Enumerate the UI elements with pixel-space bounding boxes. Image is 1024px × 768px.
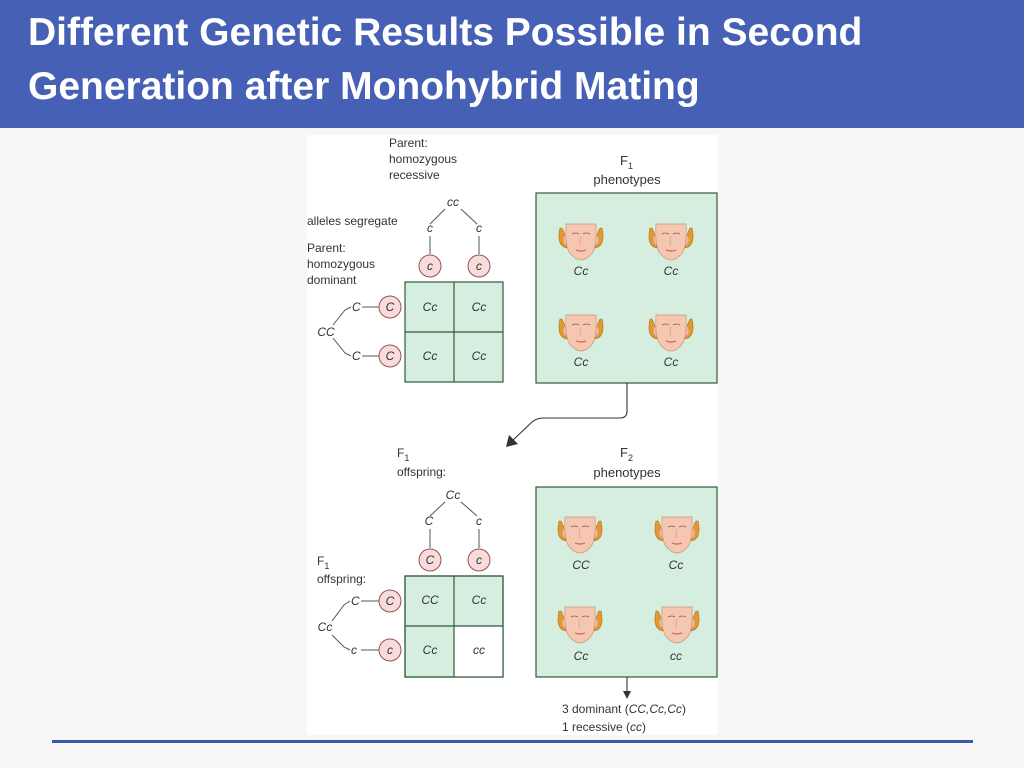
arrow-head-icon (506, 435, 518, 447)
parent2-genotype: CC (317, 325, 335, 339)
f2-phenotype-box (535, 486, 718, 678)
footer-rule (52, 740, 973, 743)
down-arrow-icon (623, 691, 631, 699)
parent2-label-line2: homozygous (307, 257, 375, 271)
punnett-square-top: Cc Cc Cc Cc (404, 281, 504, 383)
face-genotype: Cc (669, 558, 684, 572)
top-drop-lines (429, 529, 480, 548)
parent2-label-line1: Parent: (307, 241, 346, 255)
gamete-allele: c (387, 643, 393, 657)
parent1-branch-lines (429, 208, 478, 225)
cross-diagram: Parent: homozygous recessive cc c c alle… (307, 136, 718, 734)
punnett-cell: CC (421, 593, 439, 607)
gamete-allele: c (476, 553, 482, 567)
gamete-allele: C (386, 300, 395, 314)
punnett-cell: Cc (472, 300, 487, 314)
parent2-branch-lines (332, 306, 352, 357)
left-drop-lines (361, 600, 379, 651)
gamete-circle (378, 638, 402, 662)
parent1-allele-right: c (476, 221, 482, 235)
f1-offspring-label-left: F1 (317, 554, 329, 571)
face-genotype: CC (572, 558, 590, 572)
face-genotype: Cc (664, 355, 679, 369)
gamete-allele: c (427, 259, 433, 273)
gamete-allele: C (426, 553, 435, 567)
top-cross: Parent: homozygous recessive cc c c alle… (307, 136, 504, 383)
gamete-circle (378, 344, 402, 368)
parent2-allele-bottom: C (352, 349, 361, 363)
result-recessive: 1 recessive (cc) (562, 720, 646, 734)
f1-phenotypes-panel: F1 phenotypes Cc Cc Cc Cc (535, 153, 718, 384)
punnett-cell: Cc (472, 349, 487, 363)
parent2-drop-lines (362, 306, 379, 357)
gamete-circle (418, 254, 442, 278)
parent1-label-line1: Parent: (389, 136, 428, 150)
gamete-circle (378, 295, 402, 319)
gamete-allele: c (476, 259, 482, 273)
f2-phenotypes-panel: F2 phenotypes CC Cc Cc cc (535, 445, 718, 678)
punnett-cell: Cc (472, 593, 487, 607)
slide-title-line-1: Different Genetic Results Possible in Se… (28, 11, 863, 54)
flow-arrow-line (511, 383, 628, 442)
parent1-allele-left: c (427, 221, 433, 235)
gamete-circle (467, 548, 491, 572)
gamete-circle (378, 589, 402, 613)
parent1-label-line2: homozygous (389, 152, 457, 166)
parent2-allele-top: C (352, 300, 361, 314)
face-genotype: cc (670, 649, 682, 663)
f2-heading: F2 (620, 445, 633, 463)
parent1-genotype: cc (447, 195, 459, 209)
left-allele-bottom: c (351, 643, 357, 657)
punnett-cell: cc (473, 643, 485, 657)
punnett-cell: Cc (423, 349, 438, 363)
offspring-label: offspring: (397, 465, 446, 479)
face-genotype: Cc (574, 355, 589, 369)
offspring-label-left: offspring: (317, 572, 366, 586)
segregate-label: alleles segregate (307, 214, 398, 228)
monohybrid-cross-figure: Parent: homozygous recessive cc c c alle… (307, 135, 718, 735)
gamete-allele: C (386, 349, 395, 363)
f1-heading: F1 (620, 153, 633, 171)
result-dominant: 3 dominant (CC,Cc,Cc) (562, 702, 686, 716)
gamete-circle (418, 548, 442, 572)
punnett-square-bottom: CC Cc Cc cc (404, 575, 504, 678)
f1-heading-line2: phenotypes (593, 172, 661, 187)
face-genotype: Cc (574, 264, 589, 278)
f1-offspring-label: F1 (397, 446, 409, 463)
gamete-circle (467, 254, 491, 278)
left-allele-top: C (351, 594, 360, 608)
punnett-cell: Cc (423, 300, 438, 314)
parent1-label-line3: recessive (389, 168, 440, 182)
f2-heading-line2: phenotypes (593, 465, 661, 480)
title-banner: Different Genetic Results Possible in Se… (0, 0, 1024, 128)
punnett-cell: Cc (423, 643, 438, 657)
parent1-drop-lines (429, 236, 480, 254)
top-allele-left: C (425, 514, 434, 528)
face-genotype: Cc (574, 649, 589, 663)
top-branch-lines (429, 501, 478, 517)
face-genotype: Cc (664, 264, 679, 278)
left-parent-genotype: Cc (318, 620, 333, 634)
slide-title-line-2: Generation after Monohybrid Mating (28, 65, 700, 108)
bottom-cross: F1 offspring: Cc C c C c F1 offspring: C… (317, 446, 504, 678)
parent2-label-line3: dominant (307, 273, 357, 287)
f1-phenotype-box (535, 192, 718, 384)
gamete-allele: C (386, 594, 395, 608)
top-parent-genotype: Cc (446, 488, 461, 502)
top-allele-right: c (476, 514, 482, 528)
left-branch-lines (331, 600, 351, 651)
